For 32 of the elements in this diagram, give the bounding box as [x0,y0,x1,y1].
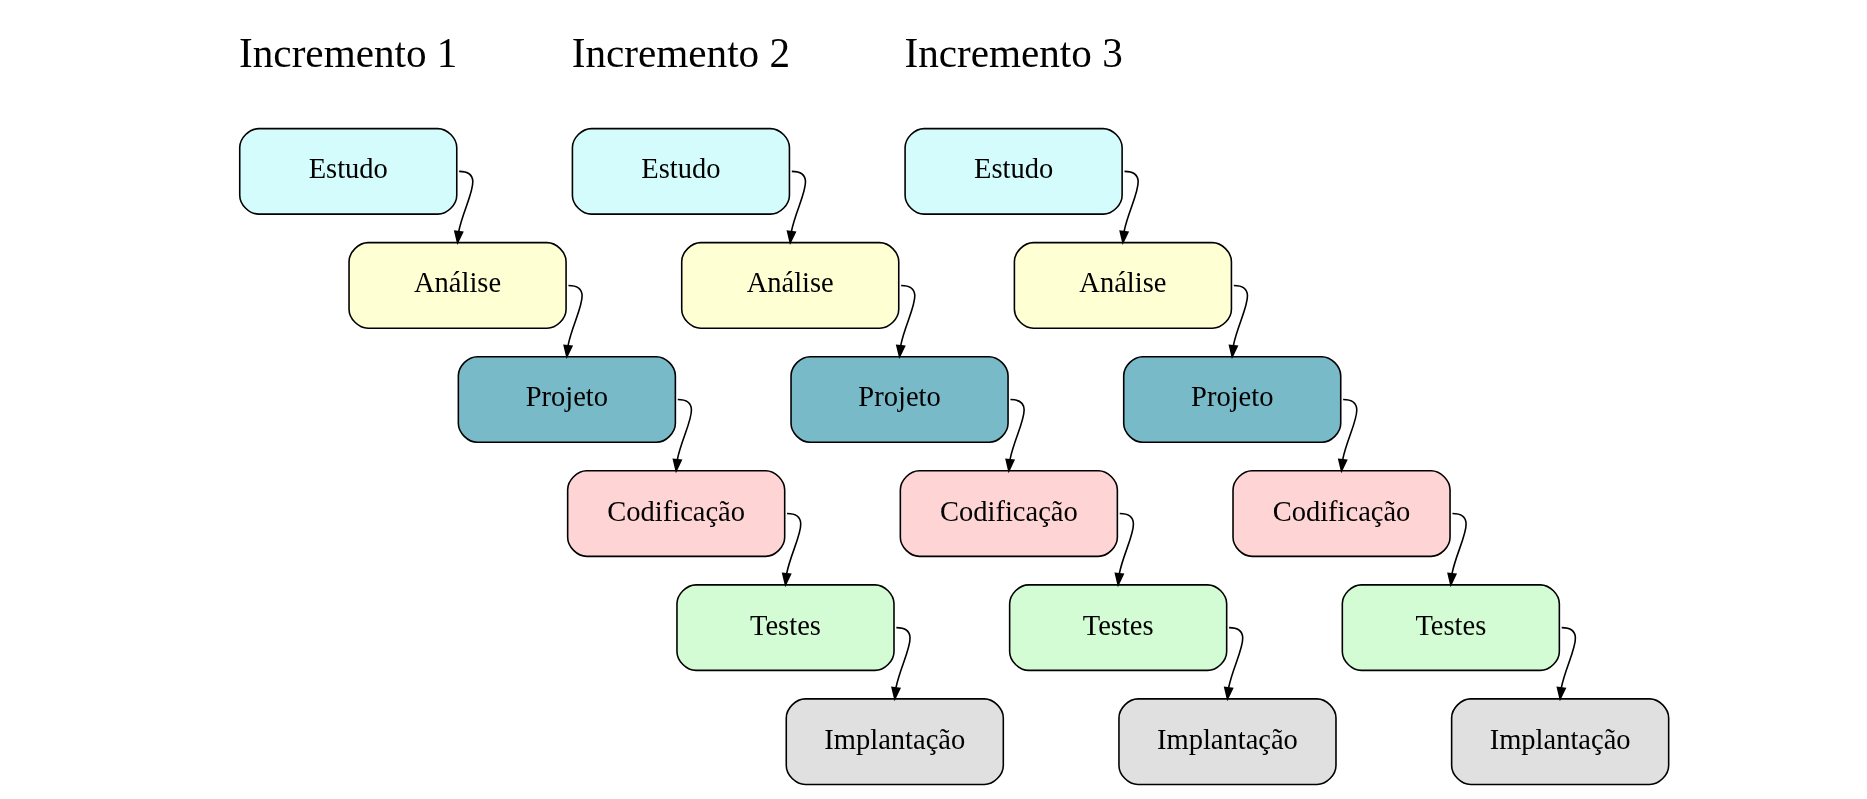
arrow [562,284,583,360]
arrow [1446,512,1467,588]
arrow [671,398,692,474]
node-box: Codificação [1231,470,1451,558]
node-box: Implantação [1117,698,1337,786]
node-box: Codificação [899,470,1118,558]
node-box: Testes [675,584,895,672]
node-box: Projeto [789,355,1009,444]
arrow [453,170,474,246]
node-box: Testes [1341,584,1560,672]
node-box: Estudo [238,127,458,215]
node-box: Implantação [785,698,1004,786]
label: Incremento 1 [238,30,457,77]
arrow [1113,512,1134,588]
node-box: Codificação [566,470,785,558]
arrow [1118,170,1139,246]
label: Incremento 2 [571,30,790,77]
node-box: Testes [1008,584,1227,672]
node-box: Análise [1013,241,1232,329]
node-box: Análise [680,241,900,329]
node-box: Estudo [903,127,1123,215]
arrow [1228,284,1248,360]
label: Incremento 3 [903,30,1123,77]
node-box: Análise [347,241,567,329]
arrow [786,170,806,246]
node-box: Projeto [457,355,676,444]
arrow [1223,626,1243,702]
arrow [1555,626,1576,702]
arrow [781,512,801,588]
node-box: Implantação [1450,698,1669,786]
node-box: Projeto [1122,355,1342,444]
node-box: Estudo [571,127,790,215]
